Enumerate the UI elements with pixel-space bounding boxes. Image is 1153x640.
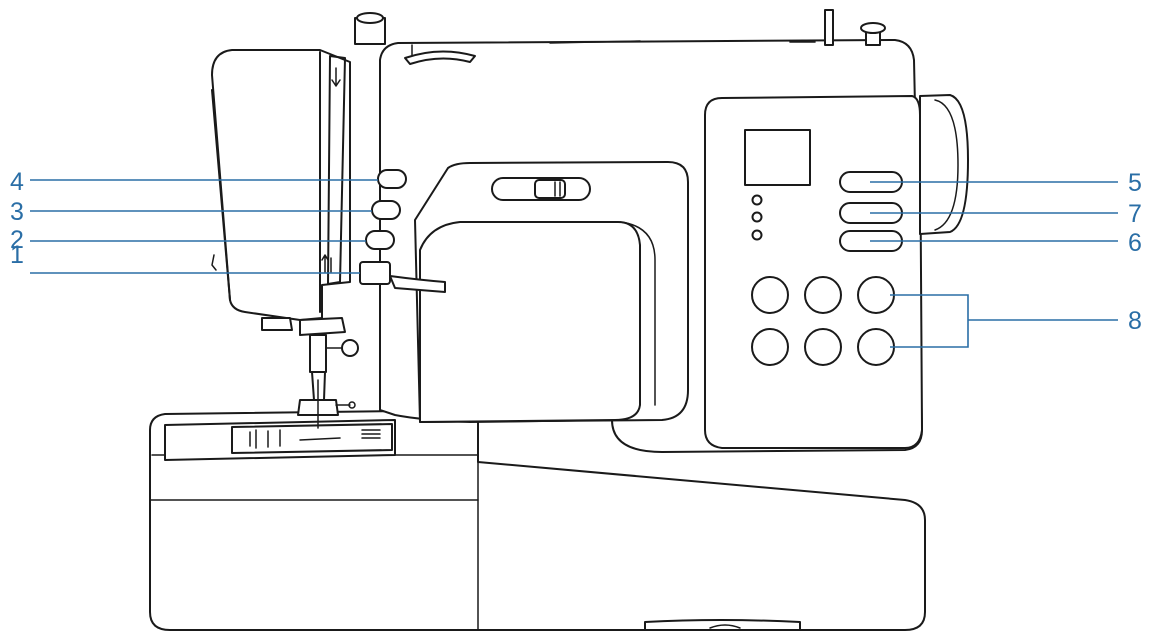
presser-foot-assembly — [261, 317, 359, 429]
callout-leaders — [30, 179, 1118, 348]
indicator-led — [751, 229, 763, 241]
callout-labels: 4 3 2 1 5 7 6 8 — [10, 168, 1142, 335]
callout-3: 3 — [10, 198, 24, 226]
head-button-2 — [365, 230, 395, 250]
indicator-led — [751, 211, 763, 223]
callout-4: 4 — [10, 168, 24, 196]
callout-1: 1 — [10, 241, 24, 269]
lcd-screen — [744, 129, 811, 186]
callout-2: 2 — [10, 226, 24, 254]
machine-head — [211, 49, 446, 321]
head-button-1 — [359, 261, 391, 285]
function-button — [804, 276, 842, 314]
base-details — [644, 619, 801, 631]
spool-pin — [824, 9, 834, 46]
needle-plate — [164, 419, 396, 461]
control-panel — [704, 95, 923, 449]
function-button — [751, 276, 789, 314]
callout-6: 6 — [1128, 229, 1142, 257]
callout-7: 7 — [1128, 200, 1142, 228]
machine-base — [149, 409, 926, 631]
function-button — [857, 276, 895, 314]
top-details — [354, 9, 886, 65]
function-button — [857, 328, 895, 366]
indicator-led — [751, 194, 763, 206]
function-button — [751, 328, 789, 366]
handwheel — [919, 94, 969, 235]
head-button-4 — [377, 169, 407, 189]
function-button — [804, 328, 842, 366]
head-button-3 — [371, 200, 401, 220]
callout-5: 5 — [1128, 169, 1142, 197]
callout-8: 8 — [1128, 307, 1142, 335]
